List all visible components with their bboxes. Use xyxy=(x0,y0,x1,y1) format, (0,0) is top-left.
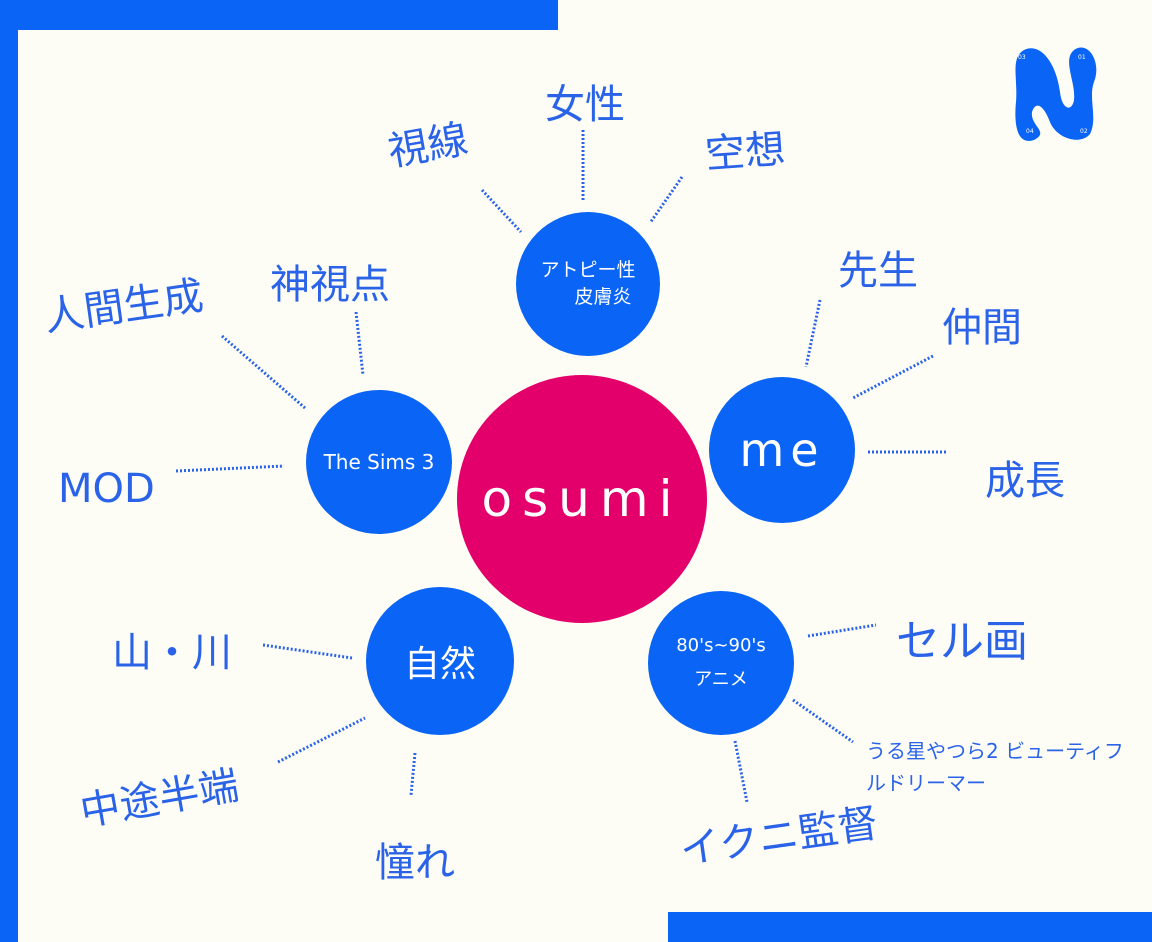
leaf-label: MOD xyxy=(58,466,155,512)
connector xyxy=(733,740,749,803)
node-label: me xyxy=(739,423,825,477)
connector xyxy=(807,623,877,638)
node-label: 皮膚炎 xyxy=(574,286,632,308)
center-node: osumi xyxy=(457,375,707,623)
node-label: 自然 xyxy=(403,644,476,685)
leaf-label: うる星やつら2 ビューティフルドリーマー xyxy=(866,739,1124,795)
logo-number: 02 xyxy=(1080,128,1088,135)
leaf-label: 成長 xyxy=(985,458,1065,504)
connector xyxy=(175,464,285,473)
leaf-label: 憧れ xyxy=(375,840,455,886)
logo-n-icon xyxy=(1015,47,1097,141)
leaf-label: 仲間 xyxy=(942,305,1022,351)
connector xyxy=(262,643,353,660)
node-label: アニメ xyxy=(694,669,748,690)
logo-number: 01 xyxy=(1078,54,1086,61)
connector xyxy=(409,752,417,796)
connector xyxy=(852,354,934,400)
leaf-label: 神視点 xyxy=(270,262,390,308)
connector xyxy=(792,698,854,744)
frame-bottom-right xyxy=(668,912,1152,942)
connector xyxy=(804,299,822,368)
frame-left xyxy=(0,0,18,942)
node-atopy: アトピー性 皮膚炎 xyxy=(516,212,660,356)
leaf-label: セル画 xyxy=(896,616,1028,667)
connector xyxy=(354,311,365,376)
connector xyxy=(277,716,366,764)
logo-number: 04 xyxy=(1026,128,1034,135)
leaf-label: 山・川 xyxy=(112,630,232,676)
connector xyxy=(221,334,306,410)
leaf-label: 先生 xyxy=(838,248,918,294)
node-sims: The Sims 3 xyxy=(306,390,452,534)
node-label: The Sims 3 xyxy=(323,450,435,474)
center-label: osumi xyxy=(481,470,683,528)
node-nature: 自然 xyxy=(366,587,514,735)
node-label: 80's~90's xyxy=(676,634,766,656)
logo-number: 03 xyxy=(1018,54,1026,61)
logo: 01 02 03 04 xyxy=(1010,42,1098,142)
frame-top-left xyxy=(0,0,558,30)
node-label: アトピー性 xyxy=(540,259,636,282)
node-anime: 80's~90's アニメ xyxy=(648,591,794,735)
leaf-label: 女性 xyxy=(545,82,625,128)
leaf-label: 空想 xyxy=(703,126,787,178)
connector xyxy=(480,188,523,234)
node-me: me xyxy=(709,377,855,523)
connector xyxy=(648,176,684,224)
